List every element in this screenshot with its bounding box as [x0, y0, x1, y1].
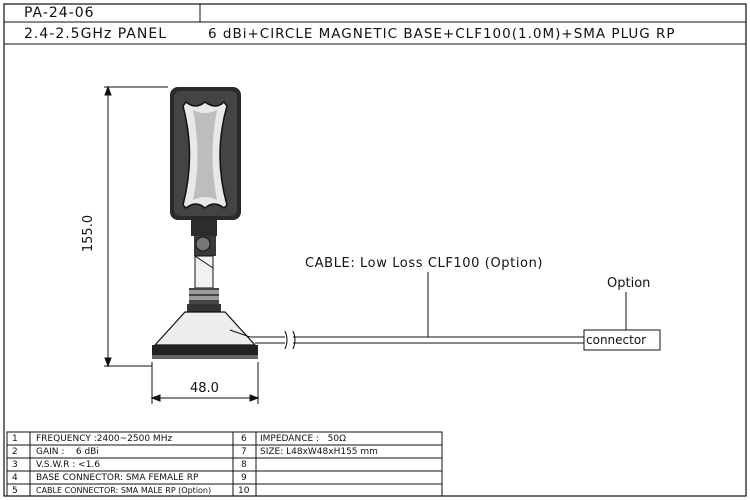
- antenna-panel: [170, 87, 241, 220]
- connector-box: [583, 329, 661, 351]
- spec-num: 3: [12, 460, 18, 470]
- antenna-hinge: [187, 220, 221, 312]
- band-label: 2.4-2.5GHz PANEL: [24, 26, 167, 42]
- spec-num: 2: [12, 447, 18, 457]
- width-dimension-label: 48.0: [190, 381, 219, 396]
- option-label: Option: [607, 276, 651, 291]
- model-number: PA-24-06: [24, 5, 95, 21]
- cable-label: CABLE: Low Loss CLF100 (Option): [305, 256, 544, 271]
- cable: [255, 272, 584, 350]
- spec-table: [6, 431, 443, 497]
- spec-num: 4: [12, 473, 18, 483]
- spec-num: 5: [12, 486, 18, 496]
- magnetic-base: [152, 311, 290, 359]
- spec-text: SIZE: L48xW48xH155 mm: [260, 447, 378, 457]
- spec-text: BASE CONNECTOR: SMA FEMALE RP: [36, 473, 199, 483]
- spec-text: CABLE CONNECTOR: SMA MALE RP (Option): [36, 486, 212, 495]
- height-dimension-label: 155.0: [81, 214, 97, 253]
- width-dimension: [150, 362, 260, 404]
- spec-num: 6: [241, 434, 247, 444]
- spec-num: 8: [241, 460, 247, 470]
- connector-label: connector: [586, 333, 647, 347]
- spec-num: 10: [238, 486, 250, 496]
- spec-text: FREQUENCY :2400~2500 MHz: [36, 434, 173, 444]
- spec-text: GAIN : 6 dBi: [36, 447, 99, 457]
- spec-text: IMPEDANCE : 50Ω: [260, 434, 346, 444]
- spec-num: 7: [241, 447, 247, 457]
- product-description: 6 dBi+CIRCLE MAGNETIC BASE+CLF100(1.0M)+…: [208, 26, 676, 42]
- spec-num: 1: [12, 434, 18, 444]
- height-dimension: [104, 85, 168, 368]
- spec-text: V.S.W.R : <1.6: [36, 460, 101, 470]
- outer-border: [3, 3, 747, 497]
- spec-num: 9: [241, 473, 247, 483]
